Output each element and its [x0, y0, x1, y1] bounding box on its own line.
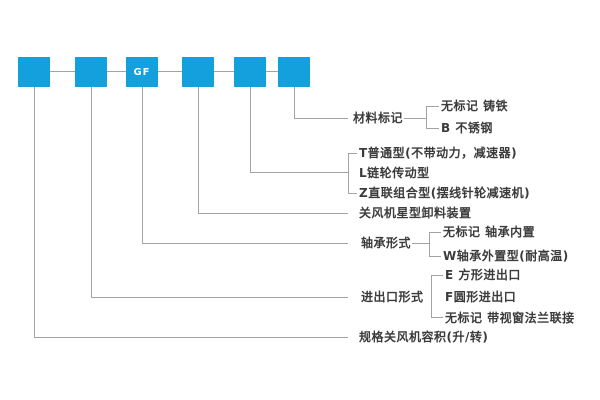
leader-line: [91, 297, 348, 298]
leader-line: [34, 87, 35, 337]
leader-line: [198, 87, 199, 213]
bracket-line: [429, 232, 430, 257]
bracket-line: [348, 153, 357, 154]
code-box-1: [18, 57, 50, 87]
bracket-line: [412, 243, 429, 244]
connector-line: [266, 71, 278, 72]
option-material-stainless: B 不锈钢: [441, 121, 493, 135]
category-inlet-outlet-form: 进出口形式: [361, 290, 424, 304]
leader-line: [294, 118, 348, 119]
bracket-line: [429, 232, 441, 233]
bracket-line: [426, 128, 439, 129]
leader-line: [91, 87, 92, 297]
connector-line: [214, 71, 234, 72]
bracket-line: [426, 106, 427, 129]
code-box-4: [182, 57, 214, 87]
leader-line: [294, 87, 295, 118]
code-box-2: [75, 57, 107, 87]
category-material-marking: 材料标记: [353, 111, 404, 125]
code-box-5: [234, 57, 266, 87]
leader-line: [250, 172, 348, 173]
bracket-line: [348, 153, 349, 194]
option-bearing-external: W轴承外置型(耐高温): [443, 249, 569, 263]
option-drive-direct: Z直联组合型(摆线针轮减速机): [359, 186, 531, 200]
option-material-cast-iron: 无标记 铸铁: [441, 99, 509, 113]
leader-line: [142, 87, 143, 243]
bracket-line: [431, 275, 432, 318]
label-product-name: 关风机星型卸料装置: [359, 206, 472, 220]
leader-line: [34, 337, 348, 338]
bracket-line: [404, 118, 426, 119]
option-drive-chain: L链轮传动型: [359, 166, 430, 180]
option-bearing-internal: 无标记 轴承内置: [443, 225, 536, 239]
code-box-gf: GF: [126, 57, 158, 87]
leader-line: [250, 87, 251, 172]
code-box-6: [278, 57, 310, 87]
option-inlet-flange-window: 无标记 带视窗法兰联接: [445, 311, 575, 325]
leader-line: [198, 213, 348, 214]
bracket-line: [348, 193, 357, 194]
bracket-line: [431, 317, 443, 318]
connector-line: [158, 71, 182, 72]
option-inlet-round: F圆形进出口: [445, 290, 517, 304]
leader-line: [142, 243, 348, 244]
bracket-line: [429, 256, 441, 257]
category-bearing-form: 轴承形式: [361, 236, 412, 250]
option-inlet-square: E 方形进出口: [445, 268, 521, 282]
bracket-line: [426, 106, 439, 107]
connector-line: [107, 71, 126, 72]
option-drive-ordinary: T普通型(不带动力，减速器): [359, 146, 518, 160]
label-specification-volume: 规格关风机容积(升/转): [359, 330, 489, 344]
connector-line: [50, 71, 75, 72]
bracket-line: [431, 275, 443, 276]
